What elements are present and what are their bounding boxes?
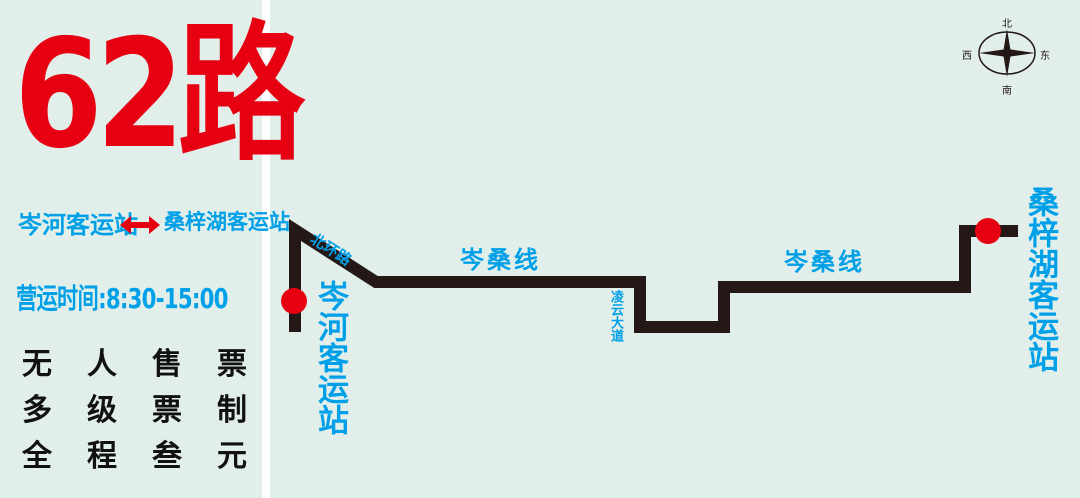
rule-char: 全 xyxy=(22,439,52,474)
start-stop-marker xyxy=(281,288,307,314)
rule-char: 售 xyxy=(152,347,182,382)
compass-south: 南 xyxy=(1002,86,1012,97)
rule-char: 票 xyxy=(217,347,247,382)
road-label-censang-1: 岑桑线 xyxy=(460,246,541,274)
route-line xyxy=(289,219,1018,333)
panel-divider xyxy=(262,0,270,498)
bidirectional-arrow-icon xyxy=(120,216,160,234)
end-stop-label: 桑梓湖客运站 xyxy=(1022,186,1058,372)
rule-char: 程 xyxy=(87,439,117,474)
compass-west: 西 xyxy=(962,51,972,62)
from-stop-label: 岑河客运站 xyxy=(18,211,138,239)
rule-char: 票 xyxy=(152,393,182,428)
route-number-title: 62路 xyxy=(14,8,305,182)
compass-north: 北 xyxy=(1002,19,1012,30)
rule-row: 无人售票 xyxy=(22,345,247,391)
rule-char: 无 xyxy=(22,347,52,382)
rule-char: 级 xyxy=(87,393,117,428)
rule-char: 元 xyxy=(217,439,247,474)
road-label-lingyun: 凌云大道 xyxy=(608,290,623,342)
compass-east: 东 xyxy=(1040,51,1050,62)
rule-char: 多 xyxy=(22,393,52,428)
start-stop-label: 岑河客运站 xyxy=(312,280,348,435)
compass-icon xyxy=(978,29,1036,77)
rule-char: 叁 xyxy=(152,439,182,474)
to-stop-label: 桑梓湖客运站 xyxy=(164,210,290,234)
fare-rules: 无人售票 多级票制 全程叁元 xyxy=(22,345,247,483)
operating-hours: 营运时间:8:30-15:00 xyxy=(16,282,228,315)
rule-row: 多级票制 xyxy=(22,391,247,437)
rule-char: 人 xyxy=(87,347,117,382)
rule-row: 全程叁元 xyxy=(22,437,247,483)
end-stop-marker xyxy=(975,218,1001,244)
road-label-censang-2: 岑桑线 xyxy=(784,248,865,276)
rule-char: 制 xyxy=(217,393,247,428)
